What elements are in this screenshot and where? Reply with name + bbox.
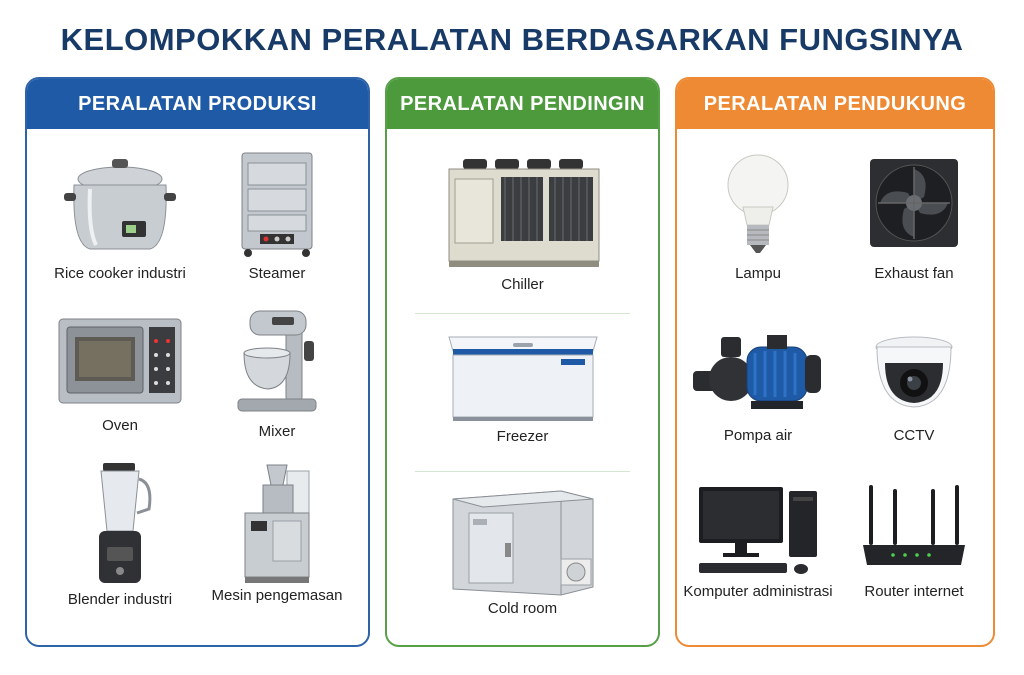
item-label: Router internet <box>864 583 964 600</box>
item-label: Lampu <box>735 265 781 282</box>
item-cold-room: Cold room <box>387 485 658 618</box>
item-label: Mixer <box>258 423 296 440</box>
panel-peralatan-produksi: PERALATAN PRODUKSI Rice cooker industri <box>25 77 370 647</box>
item-steamer: Steamer <box>202 149 352 283</box>
item-mixer: Mixer <box>202 307 352 441</box>
item-label: Blender industri <box>67 591 173 608</box>
exhaust-fan-icon <box>870 159 958 247</box>
packaging-machine-icon <box>244 464 310 583</box>
computer-icon <box>699 487 817 574</box>
panel-heading: PERALATAN PENDINGIN <box>387 79 658 129</box>
item-blender: Blender industri <box>45 461 195 609</box>
cold-room-icon <box>452 490 593 596</box>
item-label: Mesin pengemasan <box>211 587 343 604</box>
item-label: Steamer <box>248 265 306 282</box>
item-rice-cooker: Rice cooker industri <box>45 149 195 283</box>
oven-icon <box>58 318 182 404</box>
cctv-camera-icon <box>875 336 953 408</box>
item-label: Freezer <box>496 428 549 445</box>
divider <box>415 471 630 472</box>
item-cctv: CCTV <box>839 327 989 445</box>
item-oven: Oven <box>45 311 195 435</box>
steamer-icon <box>241 152 313 257</box>
item-packaging-machine: Mesin pengemasan <box>202 461 352 605</box>
router-icon <box>863 485 965 565</box>
freezer-icon <box>447 336 598 421</box>
item-label: Cold room <box>487 600 558 617</box>
panel-peralatan-pendingin: PERALATAN PENDINGIN Chiller <box>385 77 660 647</box>
item-exhaust-fan: Exhaust fan <box>839 157 989 283</box>
item-chiller: Chiller <box>387 159 658 294</box>
divider <box>415 313 630 314</box>
item-label: CCTV <box>893 427 935 444</box>
water-pump-icon <box>693 335 821 409</box>
item-label: Rice cooker industri <box>54 265 186 282</box>
item-label: Exhaust fan <box>874 265 954 282</box>
panel-peralatan-pendukung: PERALATAN PENDUKUNG Lampu <box>675 77 995 647</box>
item-label: Komputer administrasi <box>683 583 833 600</box>
item-lampu: Lampu <box>683 149 833 283</box>
mixer-icon <box>237 310 317 412</box>
rice-cooker-icon <box>64 159 176 250</box>
item-pompa-air: Pompa air <box>683 327 833 445</box>
page-title: KELOMPOKKAN PERALATAN BERDASARKAN FUNGSI… <box>60 22 964 57</box>
item-label: Pompa air <box>723 427 793 444</box>
item-freezer: Freezer <box>387 329 658 446</box>
item-komputer: Komputer administrasi <box>683 483 833 601</box>
panel-heading: PERALATAN PENDUKUNG <box>677 79 993 129</box>
chiller-icon <box>448 159 599 267</box>
panel-heading: PERALATAN PRODUKSI <box>27 79 368 129</box>
item-label: Chiller <box>501 276 544 293</box>
item-label: Oven <box>102 417 138 434</box>
item-router: Router internet <box>839 483 989 601</box>
blender-icon <box>99 463 152 583</box>
light-bulb-icon <box>727 154 789 253</box>
